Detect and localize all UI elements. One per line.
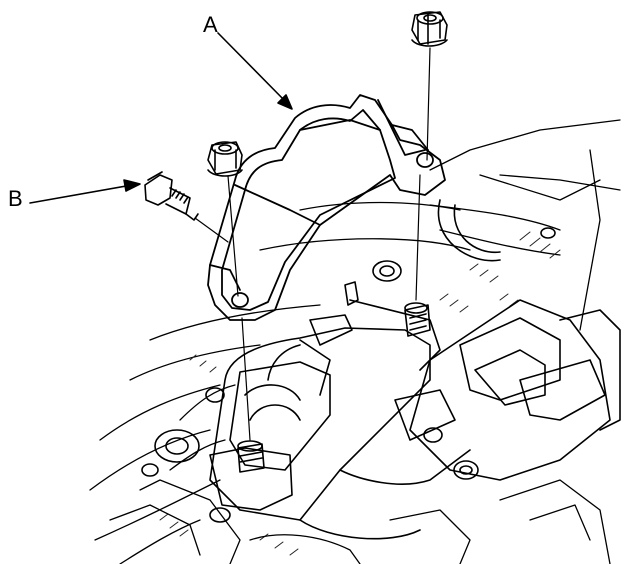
- flange-nut-top: [411, 11, 448, 47]
- bracket-cover-a: [207, 94, 446, 321]
- hatch-patches: [159, 231, 561, 556]
- duct-outline: [437, 199, 501, 262]
- callout-label-a: A: [203, 12, 218, 37]
- lower-engine-detail: [109, 479, 611, 564]
- transmission-mount: [299, 299, 621, 540]
- callout-arrows: [29, 32, 293, 204]
- assembly-guide-lines: [194, 47, 431, 441]
- callout-label-b: B: [8, 186, 23, 211]
- flange-bolt-b: [144, 171, 199, 221]
- mount-studs: [237, 302, 431, 473]
- engine-bosses: [141, 227, 556, 523]
- flange-nut-left: [207, 141, 243, 177]
- engine-background-lines: [89, 119, 621, 564]
